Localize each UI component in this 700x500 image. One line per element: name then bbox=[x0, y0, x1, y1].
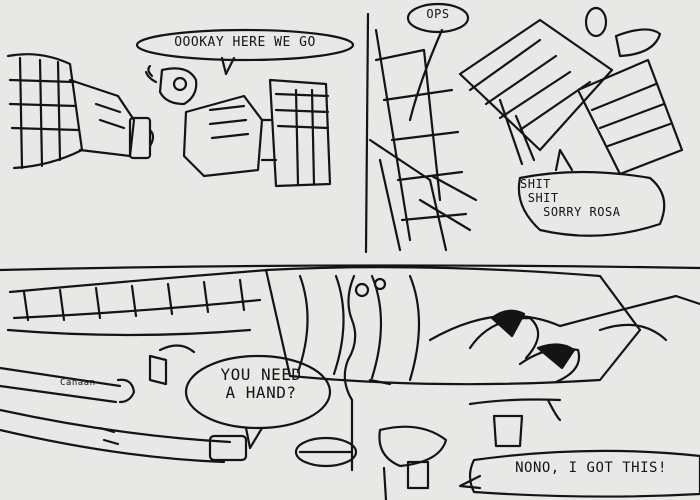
speech-you-need-a-hand: YOU NEED A HAND? bbox=[220, 365, 302, 403]
panel-borders bbox=[0, 12, 700, 272]
speech-nono-i-got-this: NONO, I GOT THIS! bbox=[515, 460, 667, 476]
speech-sorry-rosa: SHIT SHIT SORRY ROSA bbox=[520, 177, 621, 219]
panel-3-artwork bbox=[0, 265, 700, 500]
speech-ops: OPS bbox=[426, 7, 450, 21]
pipe-label: Canaan bbox=[60, 378, 96, 388]
panel-2-artwork bbox=[368, 2, 684, 252]
speech-oookay: OOOKAY HERE WE GO bbox=[174, 35, 316, 50]
panel-1-artwork bbox=[6, 28, 355, 188]
